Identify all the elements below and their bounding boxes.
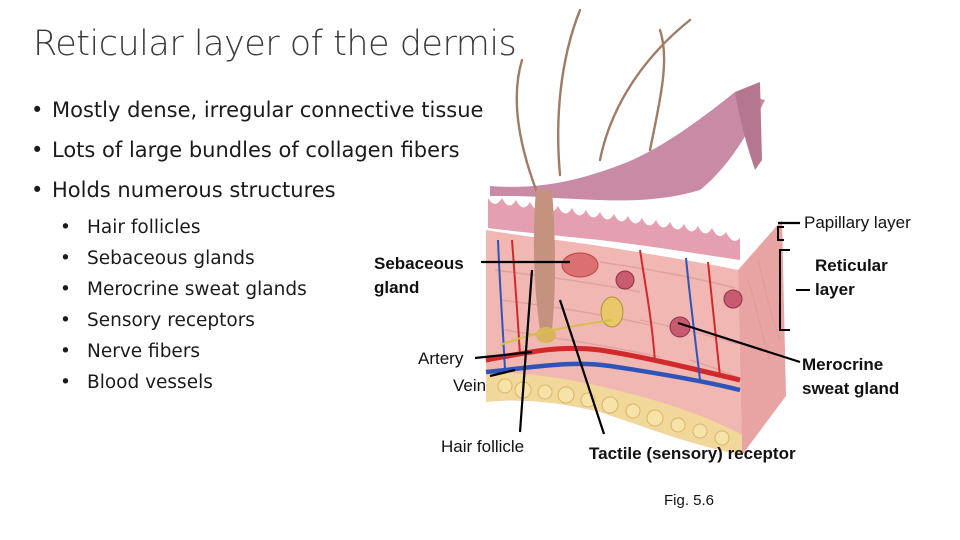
label-merocrine-line1: Merocrine — [802, 354, 883, 376]
label-sebaceous-line2: gland — [374, 277, 419, 299]
epidermis-top — [490, 92, 765, 200]
label-hair-follicle: Hair follicle — [441, 436, 524, 458]
label-merocrine-line2: sweat gland — [802, 378, 899, 400]
tactile-receptor-shape — [601, 297, 623, 327]
label-sebaceous-line1: Sebaceous — [374, 253, 464, 275]
label-artery: Artery — [418, 348, 463, 370]
figure-caption: Fig. 5.6 — [664, 490, 714, 512]
label-reticular-line2: layer — [815, 279, 855, 301]
label-tactile-receptor: Tactile (sensory) receptor — [589, 443, 796, 465]
label-papillary-layer: Papillary layer — [804, 212, 911, 234]
label-vein: Vein — [453, 375, 486, 397]
sebaceous-gland-shape — [562, 253, 598, 277]
label-reticular-line1: Reticular — [815, 255, 888, 277]
reticular-bracket — [780, 250, 810, 330]
